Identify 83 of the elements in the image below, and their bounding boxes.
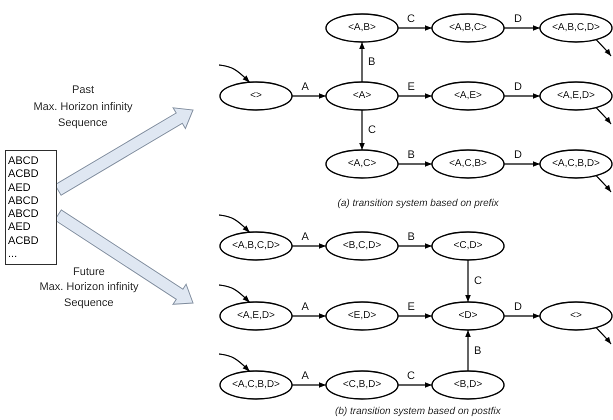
transition-arrow [359, 42, 365, 82]
edge-label: B [473, 344, 482, 356]
arrow-caption: Sequence [58, 117, 108, 130]
figure-caption: (a) transition system based on prefix [338, 197, 499, 210]
transition-arrow [596, 327, 612, 344]
transition-arrow [398, 243, 432, 249]
transition-arrow [504, 25, 540, 31]
trace-text: ABCD [7, 208, 40, 222]
edge-label: A [300, 231, 310, 243]
transition-arrow [218, 284, 250, 303]
state-label: <A,E,D> [236, 310, 276, 322]
state-label: <A,E> [453, 90, 483, 102]
edge-label: C [406, 370, 416, 382]
edge-label: A [300, 301, 310, 313]
arrow-caption: Sequence [64, 297, 114, 310]
state-label: <A,B,C,D> [231, 240, 281, 252]
trace-text: ACBD [7, 168, 40, 182]
edge-label: D [513, 13, 523, 25]
state-label: <A,C> [346, 158, 378, 170]
state-label: <> [569, 310, 583, 322]
state-label: <E,D> [346, 310, 378, 322]
edge-label: C [406, 13, 416, 25]
state-label: <> [249, 90, 263, 102]
state-label: <A,B> [347, 22, 377, 34]
state-label: <D> [458, 310, 478, 322]
transition-arrow [218, 64, 250, 83]
state-label: <A,E,D> [556, 90, 596, 102]
state-label: <C,B,D> [342, 379, 382, 391]
block-arrow [54, 107, 194, 196]
trace-text: ACBD [7, 234, 40, 248]
transition-arrow [398, 25, 432, 31]
state-label: <A,B,C> [448, 22, 488, 34]
edge-label: B [406, 231, 416, 243]
transition-arrow [596, 39, 612, 56]
trace-text: ABCD [7, 194, 40, 208]
edge-label: C [367, 124, 377, 136]
trace-text: ... [7, 248, 18, 262]
state-label: <B,C,D> [342, 240, 382, 252]
sequence-list-box [5, 150, 57, 265]
transition-arrow [359, 110, 365, 150]
transition-arrow [504, 161, 540, 167]
transition-arrow [596, 175, 612, 192]
transition-arrow [596, 107, 612, 124]
arrow-caption: Past [72, 84, 94, 97]
transition-arrow [504, 93, 540, 99]
transition-arrow [292, 382, 326, 388]
transition-arrow [398, 382, 432, 388]
state-label: <C,D> [452, 240, 484, 252]
transition-arrow [465, 330, 471, 371]
edge-label: D [513, 81, 523, 93]
figure-caption: (b) transition system based on postfix [335, 405, 501, 418]
edge-label: C [473, 275, 483, 287]
transition-arrow [504, 313, 540, 319]
block-arrow [54, 209, 194, 305]
state-label: <A,B,C,D> [551, 22, 601, 34]
transition-arrow [465, 260, 471, 302]
trace-text: AED [7, 221, 32, 235]
edge-label: A [300, 81, 310, 93]
transition-arrow [292, 93, 326, 99]
transition-arrow [218, 214, 250, 233]
edge-label: D [513, 301, 523, 313]
transition-arrow [398, 161, 432, 167]
trace-text: AED [7, 182, 32, 195]
state-label: <B,D> [452, 379, 484, 391]
transition-arrow [292, 313, 326, 319]
state-label: <A,C,B,D> [551, 158, 601, 170]
state-label: <A,C,B,D> [231, 379, 281, 391]
edge-label: D [513, 149, 523, 161]
trace-text: ABCD [7, 155, 40, 168]
state-label: <A> [352, 90, 372, 102]
transition-arrow [292, 243, 326, 249]
arrow-caption: Max. Horizon infinity [34, 101, 133, 114]
transition-arrow [398, 93, 432, 99]
transition-arrow [398, 313, 432, 319]
edge-label: B [406, 149, 416, 161]
edge-label: B [367, 56, 376, 68]
edge-label: E [406, 81, 416, 93]
edge-label: E [406, 301, 416, 313]
transition-arrow [218, 353, 250, 372]
edge-label: A [300, 370, 310, 382]
arrow-caption: Future [73, 266, 105, 279]
state-label: <A,C,B> [448, 158, 488, 170]
arrow-caption: Max. Horizon infinity [40, 281, 139, 294]
